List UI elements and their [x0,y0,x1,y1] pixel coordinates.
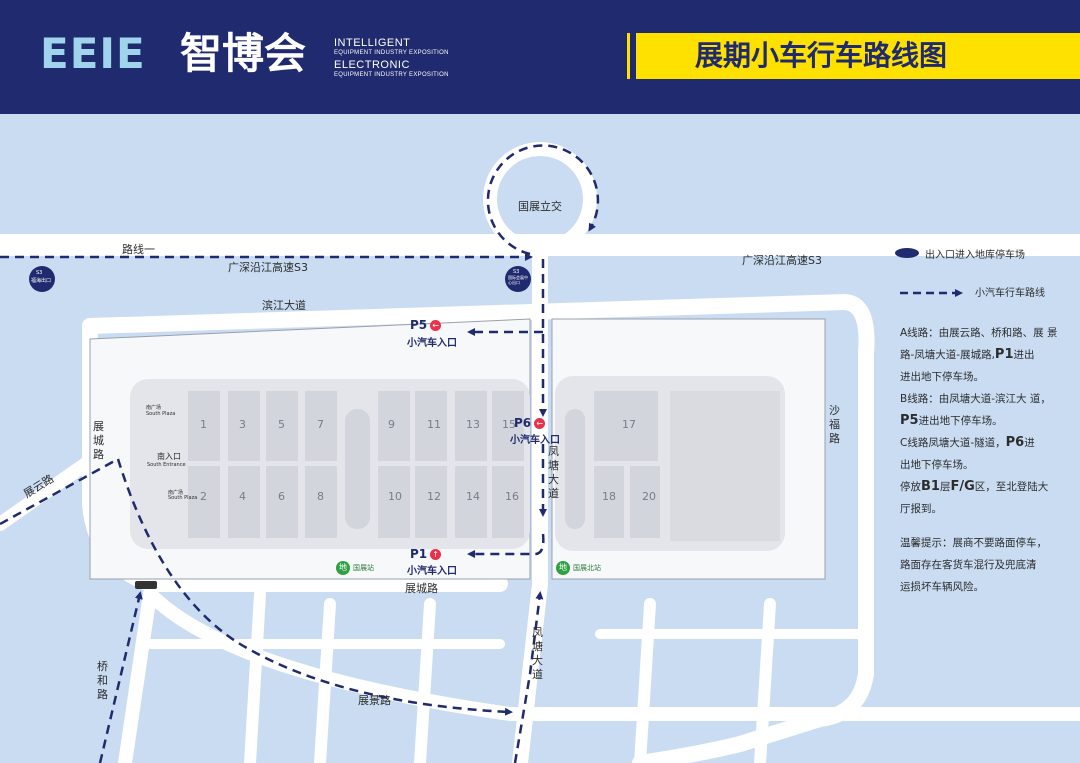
fengtang-outer-label: 凤塘大道 [532,626,543,681]
s3-mid-line1: S3 [513,269,520,275]
tip-line3: 运损坏车辆风险。 [900,581,984,593]
legend-parking-label: 出入口进入地库停车场 [925,250,1025,261]
tagline-intelligent: INTELLIGENT [334,37,411,49]
hall-number: 11 [427,418,441,431]
route-a-line1: A线路：由展云路、桥和路、展 景 [900,327,1058,339]
p6-code: P6 [514,416,532,430]
p5-entry-label: 小汽车入口 [407,338,457,349]
hall-number: 2 [200,490,207,503]
route-b-line1: B线路：由凤塘大道-滨江大 道， [900,393,1051,405]
route-map [0,142,1080,763]
route-one-label: 路线一 [122,243,155,256]
tip-line2: 路面存在客货车混行及兜底清 [900,559,1037,571]
title-box: 展期小车行车路线图 [636,33,1080,79]
binjiang-road-label: 滨江大道 [262,299,306,312]
legend-route-label: 小汽车行车路线 [975,288,1045,299]
hall-number: 4 [239,490,246,503]
highway-label-left: 广深沿江高速S3 [228,261,308,274]
arrow-left-icon: ← [430,319,442,331]
hall-number: 12 [427,490,441,503]
s3-left-line1: S3 [36,270,43,276]
legend-glyphs [895,248,963,297]
route-c-line2: 出地下停车场。 [900,459,974,471]
s3-left-line2: 福海出口 [31,278,52,284]
metro-station-left: 地 国展站 [336,561,374,575]
interchange-label: 国展立交 [518,200,562,213]
title-accent-bar [627,33,630,79]
arrow-left-icon: ← [534,417,546,429]
hall-number: 13 [466,418,480,431]
hall-number: 7 [317,418,324,431]
arrow-up-icon: ↑ [430,548,442,560]
tagline-sub2: EQUIPMENT INDUSTRY EXPOSITION [334,72,449,78]
highway-label-right: 广深沿江高速S3 [742,254,822,267]
p6-entry-label: 小汽车入口 [510,435,560,446]
hall-number: 20 [642,490,656,503]
s3-exit-left-icon [29,266,55,292]
storage-line1: 停放B1层F/G区，至北登陆大 [900,479,1049,494]
route-a-line2: 路-凤塘大道-展城路,P1进出 [900,347,1035,362]
south-entrance-en: South Entrance [147,462,186,468]
tagline-electronic: ELECTRONIC [334,59,410,71]
hall-number: 10 [388,490,402,503]
hall-number: 15 [502,418,516,431]
p1-code: P1 [410,547,428,561]
page-title: 展期小车行车路线图 [694,39,947,72]
car-routes [0,144,600,763]
metro-icon: 地 [556,561,570,575]
hall-number: 1 [200,418,207,431]
qiaohe-road-label: 桥和路 [97,660,108,701]
south-plaza-en: South Plaza [146,411,176,417]
metro-icon: 地 [336,561,350,575]
hall-number: 8 [317,490,324,503]
hall-number: 18 [602,490,616,503]
exhibition-venue [89,318,826,580]
storage-line2: 厅报到。 [900,503,942,515]
s3-mid-line2: 国际会展中心出口 [508,275,528,285]
hall-number: 16 [505,490,519,503]
p1-entry-label: 小汽车入口 [407,566,457,577]
station-left-name: 国展站 [353,564,374,572]
zhancheng-road-vertical-label: 展城路 [93,420,104,461]
logo-cn: 智博会 [180,29,307,78]
fengtang-inner-label: 凤塘大道 [548,445,559,500]
header-banner: EEIE 智博会 INTELLIGENT EQUIPMENT INDUSTRY … [0,0,1080,114]
p1-marker[interactable]: P1 ↑ [410,547,442,561]
route-a-line3: 进出地下停车场。 [900,371,984,383]
hall-number: 5 [278,418,285,431]
route-b-line2: P5进出地下停车场。 [900,413,1003,428]
south-plaza2-en: South Plaza [168,495,198,501]
tagline-sub1: EQUIPMENT INDUSTRY EXPOSITION [334,50,449,56]
zhancheng-road-horizontal-label: 展城路 [405,582,438,595]
hall-number: 17 [622,418,636,431]
legend-notes: A线路：由展云路、桥和路、展 景 路-凤塘大道-展城路,P1进出 进出地下停车场… [900,322,1060,598]
p6-marker[interactable]: P6 ← [514,416,546,430]
hall-number: 14 [466,490,480,503]
metro-station-right: 地 国展北站 [556,561,601,575]
south-entrance-cn: 南入口 [157,452,181,461]
p5-marker[interactable]: P5 ← [410,318,442,332]
s3-exit-mid-icon [505,266,531,292]
hall-number: 9 [388,418,395,431]
hall-number: 3 [239,418,246,431]
zhanjing-road-label: 展景路 [358,694,391,707]
p5-code: P5 [410,318,428,332]
route-c-line1: C线路凤塘大道-隧道，P6进 [900,435,1035,450]
south-plaza-cn: 南广场 [146,405,162,411]
traffic-light-icon [135,581,157,589]
south-plaza2-cn: 南广场 [168,490,184,496]
station-right-name: 国展北站 [573,564,601,572]
shafu-road-label: 沙福路 [829,404,840,445]
tip-line1: 温馨提示：展商不要路面停车， [900,537,1047,549]
hall-number: 6 [278,490,285,503]
logo-latin: EEIE [40,29,146,78]
